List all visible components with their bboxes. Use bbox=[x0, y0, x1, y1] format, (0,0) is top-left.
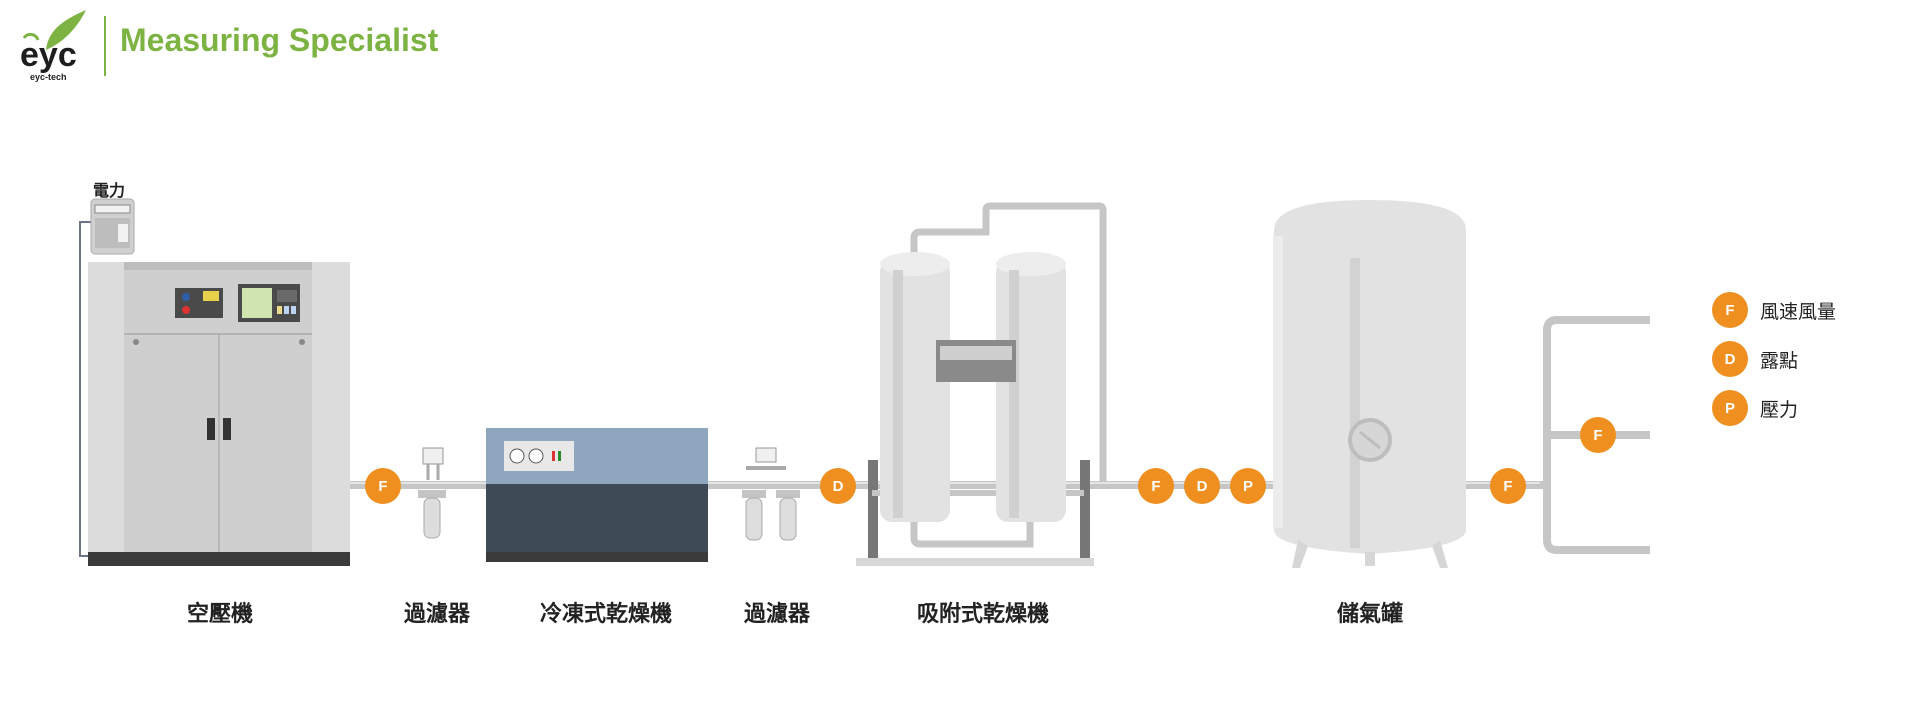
legend-label-dewpoint: 露點 bbox=[1760, 349, 1799, 372]
sensor-flow-1: F bbox=[365, 468, 401, 504]
sensor-flow-4-label: F bbox=[1593, 427, 1602, 444]
caption-refrigerated-dryer: 冷凍式乾燥機 bbox=[539, 602, 673, 627]
sensor-flow-2: F bbox=[1138, 468, 1174, 504]
legend-item-flow: F 風速風量 bbox=[1712, 292, 1836, 328]
brand-divider bbox=[104, 16, 106, 76]
sensor-dewpoint-1: D bbox=[820, 468, 856, 504]
legend-label-pressure: 壓力 bbox=[1760, 398, 1799, 421]
logo-text: eyc bbox=[20, 36, 77, 74]
eyc-logo: eyc bbox=[20, 10, 86, 74]
sensor-pressure: P bbox=[1230, 468, 1266, 504]
power-cable bbox=[79, 221, 92, 557]
sensor-pressure-label: P bbox=[1243, 478, 1253, 495]
sensor-dewpoint-1-label: D bbox=[833, 478, 844, 495]
air-receiver-tank bbox=[1273, 200, 1466, 568]
filter-1 bbox=[418, 447, 446, 539]
power-meter bbox=[90, 198, 135, 255]
logo-leaf-icon bbox=[46, 10, 86, 50]
legend: F 風速風量 D 露點 P 壓力 bbox=[1712, 292, 1836, 439]
caption-filter-1: 過濾器 bbox=[403, 602, 471, 627]
legend-label-flow: 風速風量 bbox=[1760, 300, 1837, 323]
caption-adsorption-dryer: 吸附式乾燥機 bbox=[916, 602, 1050, 627]
power-label: 電力 bbox=[93, 181, 126, 200]
sensor-dewpoint-2-label: D bbox=[1197, 478, 1208, 495]
air-compressor bbox=[88, 262, 350, 566]
legend-item-dewpoint: D 露點 bbox=[1712, 341, 1836, 377]
caption-filter-2: 過濾器 bbox=[743, 602, 811, 627]
adsorption-dryer bbox=[856, 202, 1107, 566]
brand-title: Measuring Specialist bbox=[120, 22, 439, 58]
legend-dot-pressure: P bbox=[1712, 390, 1748, 426]
legend-dot-flow: F bbox=[1712, 292, 1748, 328]
filter-2 bbox=[742, 447, 800, 541]
caption-compressor: 空壓機 bbox=[186, 602, 254, 627]
logo-subtitle: eyc-tech bbox=[30, 72, 67, 82]
legend-item-pressure: P 壓力 bbox=[1712, 390, 1836, 426]
legend-dot-dewpoint: D bbox=[1712, 341, 1748, 377]
sensor-flow-2-label: F bbox=[1151, 478, 1160, 495]
sensor-flow-3-label: F bbox=[1503, 478, 1512, 495]
sensor-dewpoint-2: D bbox=[1184, 468, 1220, 504]
sensor-flow-3: F bbox=[1490, 468, 1526, 504]
caption-tank: 儲氣罐 bbox=[1336, 602, 1404, 627]
refrigerated-dryer bbox=[486, 428, 708, 562]
sensor-flow-1-label: F bbox=[378, 478, 387, 495]
sensor-flow-4: F bbox=[1580, 417, 1616, 453]
sensor-markers: F D F D P F F bbox=[365, 417, 1616, 504]
